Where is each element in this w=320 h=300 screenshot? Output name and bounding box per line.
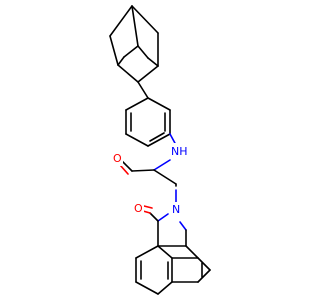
bond — [153, 159, 171, 171]
bond — [135, 245, 159, 259]
bond — [157, 245, 173, 259]
bond — [123, 45, 139, 58]
benzoindolone-core — [135, 189, 211, 295]
atom-labels: NH O N O — [111, 143, 191, 217]
bond — [109, 35, 119, 66]
bond — [147, 57, 159, 67]
bond — [119, 164, 129, 175]
bond — [135, 281, 159, 295]
bond — [117, 64, 139, 83]
molecule-structure: NH O N O — [109, 5, 211, 295]
bond — [147, 133, 171, 147]
bond — [131, 5, 139, 47]
bond — [125, 97, 149, 111]
bond — [153, 169, 177, 185]
bond — [143, 205, 153, 209]
bond — [197, 269, 211, 283]
bond — [109, 5, 133, 37]
bond — [137, 81, 149, 99]
amide-nitrogen-label: NH — [171, 145, 188, 158]
bond — [149, 212, 159, 222]
bond — [147, 97, 171, 111]
amide-oxygen-label: O — [113, 152, 122, 165]
amide-linker — [119, 133, 177, 187]
bond — [157, 213, 169, 222]
bond — [149, 132, 165, 142]
bond — [137, 65, 159, 83]
bond — [125, 133, 149, 147]
bond — [185, 245, 199, 259]
bond — [131, 5, 159, 34]
bond — [179, 221, 187, 231]
adamantyl-group — [109, 5, 159, 99]
lactam-oxygen-label: O — [134, 202, 143, 215]
ring-nitrogen-label: N — [172, 203, 180, 216]
bond — [117, 56, 125, 66]
phenylene-ring — [125, 97, 171, 147]
bond — [137, 45, 149, 59]
bond — [142, 210, 151, 214]
bond — [131, 169, 155, 172]
bond — [157, 281, 173, 295]
bond — [197, 257, 211, 271]
